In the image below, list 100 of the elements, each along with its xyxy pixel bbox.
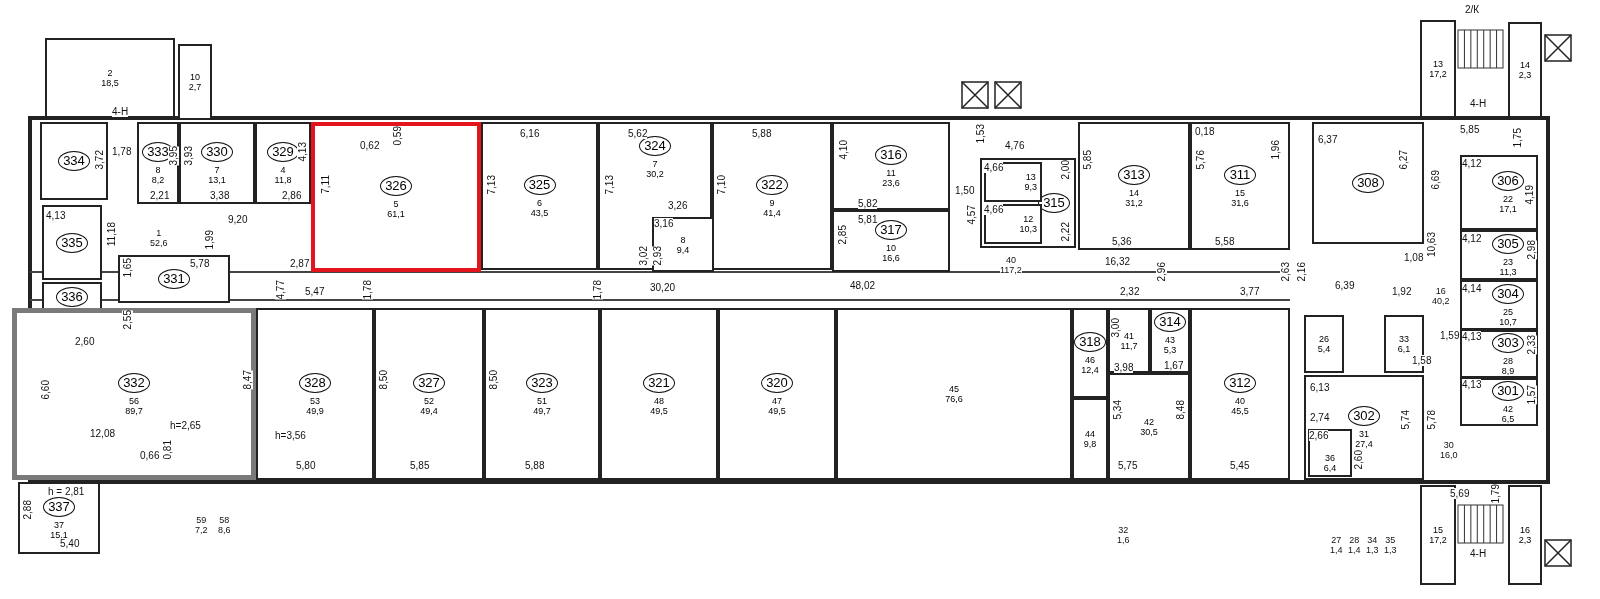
- dimension-text: 1,65: [122, 258, 133, 278]
- area-label: 31 27,4: [1355, 429, 1373, 449]
- plan-label: 6,16: [520, 128, 540, 139]
- plan-label: 0,18: [1195, 126, 1215, 137]
- plan-label: 2,21: [150, 190, 170, 201]
- plan-label: 4,12: [1462, 158, 1482, 169]
- plan-label: 58 8,6: [218, 515, 231, 535]
- dimension-text: 1,53: [975, 124, 986, 144]
- dimension-text: 5,85: [1082, 150, 1093, 170]
- room-outline: [1108, 373, 1190, 480]
- plan-label: 59 7,2: [195, 515, 208, 535]
- plan-label: h = 2,81: [48, 486, 85, 497]
- area-label: 5 61,1: [387, 198, 405, 219]
- plan-label: 2,32: [1120, 286, 1140, 297]
- area-label: 52 49,4: [420, 395, 438, 416]
- dimension-text: 1,78: [362, 280, 373, 300]
- area-label: 51 49,7: [533, 395, 551, 416]
- dimension-text: 8,47: [242, 370, 253, 390]
- area-label: 2 18,5: [101, 68, 119, 88]
- plan-label: h=2,65: [170, 420, 201, 431]
- area-label: 13 17,2: [1429, 59, 1447, 79]
- plan-label: 3,77: [1240, 286, 1260, 297]
- dimension-text: 2,88: [22, 500, 33, 520]
- area-label: 7 30,2: [646, 159, 664, 179]
- area-label: 47 49,5: [768, 395, 786, 416]
- plan-label: 4,12: [1462, 233, 1482, 244]
- plan-label: 4-Н: [112, 106, 129, 117]
- dimension-text: 10,63: [1426, 232, 1437, 258]
- area-label: 23 11,3: [1499, 256, 1517, 277]
- plan-label: 48,02: [850, 280, 876, 291]
- plan-label: 2/К: [1465, 4, 1480, 15]
- dimension-text: 8,48: [1175, 400, 1186, 420]
- room-outline: [179, 122, 255, 204]
- room-outline: [1460, 280, 1538, 330]
- area-label: 8 9,4: [676, 234, 690, 255]
- plan-label: 12,08: [90, 428, 116, 439]
- area-label: 14 31,2: [1125, 187, 1143, 208]
- dimension-text: 5,74: [1400, 410, 1411, 430]
- dimension-text: 11,18: [106, 222, 117, 247]
- room-outline: [1460, 155, 1538, 230]
- dimension-text: 1,75: [1512, 128, 1523, 148]
- room-outline: [178, 44, 212, 120]
- area-label: 12 10,3: [1019, 214, 1037, 234]
- plan-label: 4,13: [1462, 331, 1482, 342]
- plan-label: 5,78: [190, 258, 210, 269]
- room-outline: [718, 308, 836, 480]
- plan-label: 4,14: [1462, 283, 1482, 294]
- plan-label: 5,40: [60, 538, 80, 549]
- room-outline: [832, 122, 950, 210]
- room-outline: [1190, 308, 1290, 480]
- plan-label: 5,58: [1215, 236, 1235, 247]
- plan-label: 1,67: [1164, 360, 1184, 371]
- dimension-text: 8,50: [488, 370, 499, 390]
- area-label: 10 16,6: [882, 242, 900, 263]
- plan-label: 40 117,2: [1000, 255, 1022, 275]
- area-label: 46 12,4: [1081, 354, 1099, 375]
- dimension-text: 2,00: [1060, 160, 1071, 180]
- room-outline: [42, 205, 102, 280]
- plan-label: 5,80: [296, 460, 316, 471]
- plan-label: 0,62: [360, 140, 380, 151]
- area-label: 33 6,1: [1397, 334, 1411, 354]
- plan-label: 2,86: [282, 190, 302, 201]
- plan-label: 2,74: [1310, 412, 1330, 423]
- plan-label: h=3,56: [275, 430, 306, 441]
- room-outline: [484, 308, 600, 480]
- dimension-text: 2,93: [652, 246, 663, 266]
- dimension-text: 7,10: [716, 175, 727, 195]
- room-outline: [1108, 308, 1150, 373]
- plan-label: 35 1,3: [1384, 535, 1397, 555]
- area-label: 42 6,5: [1501, 403, 1515, 424]
- dimension-text: 5,78: [1426, 410, 1437, 430]
- dimension-text: 7,13: [486, 175, 497, 195]
- room-outline: [980, 158, 1076, 248]
- plan-label: 28 1,4: [1348, 535, 1361, 555]
- outlined-room: [12, 308, 256, 480]
- room-outline: [652, 217, 714, 272]
- room-outline: [1078, 122, 1190, 250]
- plan-label: 6,37: [1318, 134, 1338, 145]
- dimension-text: 2,16: [1296, 262, 1307, 282]
- room-outline: [1304, 315, 1344, 373]
- room-outline: [1420, 20, 1456, 118]
- dimension-text: 6,60: [40, 380, 51, 400]
- plan-label: 1,92: [1392, 286, 1412, 297]
- dimension-text: 0,81: [162, 440, 173, 460]
- room-outline: [1190, 122, 1290, 250]
- plan-label: 1,50: [955, 185, 975, 196]
- room-outline: [1308, 429, 1352, 477]
- dimension-text: 6,69: [1430, 170, 1441, 190]
- plan-label: 5,69: [1450, 488, 1470, 499]
- plan-label: 1,78: [112, 146, 132, 157]
- room-outline: [374, 308, 484, 480]
- area-label: 15 17,2: [1429, 525, 1447, 545]
- dimension-text: 2,55: [122, 310, 133, 330]
- plan-label: 16 40,2: [1432, 286, 1450, 306]
- plan-label: 5,36: [1112, 236, 1132, 247]
- area-label: 9 41,4: [763, 197, 781, 218]
- plan-label: 1 52,6: [150, 228, 168, 248]
- room-outline: [45, 38, 175, 118]
- dimension-text: 2,22: [1060, 222, 1071, 242]
- area-label: 16 2,3: [1518, 525, 1532, 545]
